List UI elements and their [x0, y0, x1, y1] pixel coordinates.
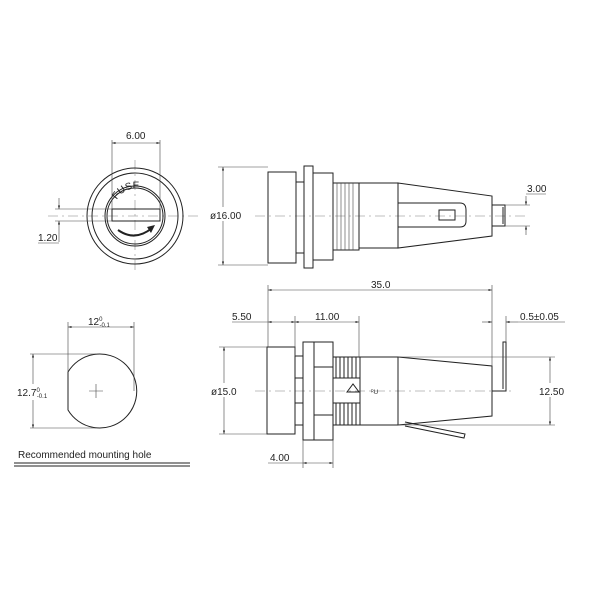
mounting-hole: 120-0.1 12.70-0.1 Recommended mounting h… — [14, 317, 190, 467]
dim-body: 12.50 — [539, 387, 564, 398]
side-view-top: ø16.00 3.00 — [208, 165, 547, 269]
dim-flange: 4.00 — [270, 453, 290, 464]
dim-diameter-15: ø15.0 — [211, 387, 237, 398]
fuse-label: FUSE — [110, 181, 140, 202]
dim-tip: 3.00 — [527, 184, 547, 195]
cert-mark-icon — [346, 383, 360, 393]
ul-mark-icon: ᴿU — [371, 389, 378, 396]
mounting-hole-caption: Recommended mounting hole — [18, 450, 152, 461]
dim-diameter-16: ø16.00 — [210, 211, 242, 222]
dim-thread: 11.00 — [315, 312, 340, 323]
dim-hole-height: 12.70-0.1 — [17, 388, 48, 400]
side-view-bottom: ᴿU 35.0 5.50 11.00 0.5±0.05 ø15.0 12.50 … — [210, 280, 568, 468]
dim-total: 35.0 — [371, 280, 391, 291]
dim-slot: 1.20 — [38, 233, 58, 244]
dim-width: 6.00 — [126, 131, 146, 142]
dim-terminal: 0.5±0.05 — [520, 312, 559, 323]
dim-cap: 5.50 — [232, 312, 252, 323]
front-view: FUSE 6.00 1.20 — [38, 131, 200, 270]
dim-hole-width: 120-0.1 — [88, 317, 110, 329]
